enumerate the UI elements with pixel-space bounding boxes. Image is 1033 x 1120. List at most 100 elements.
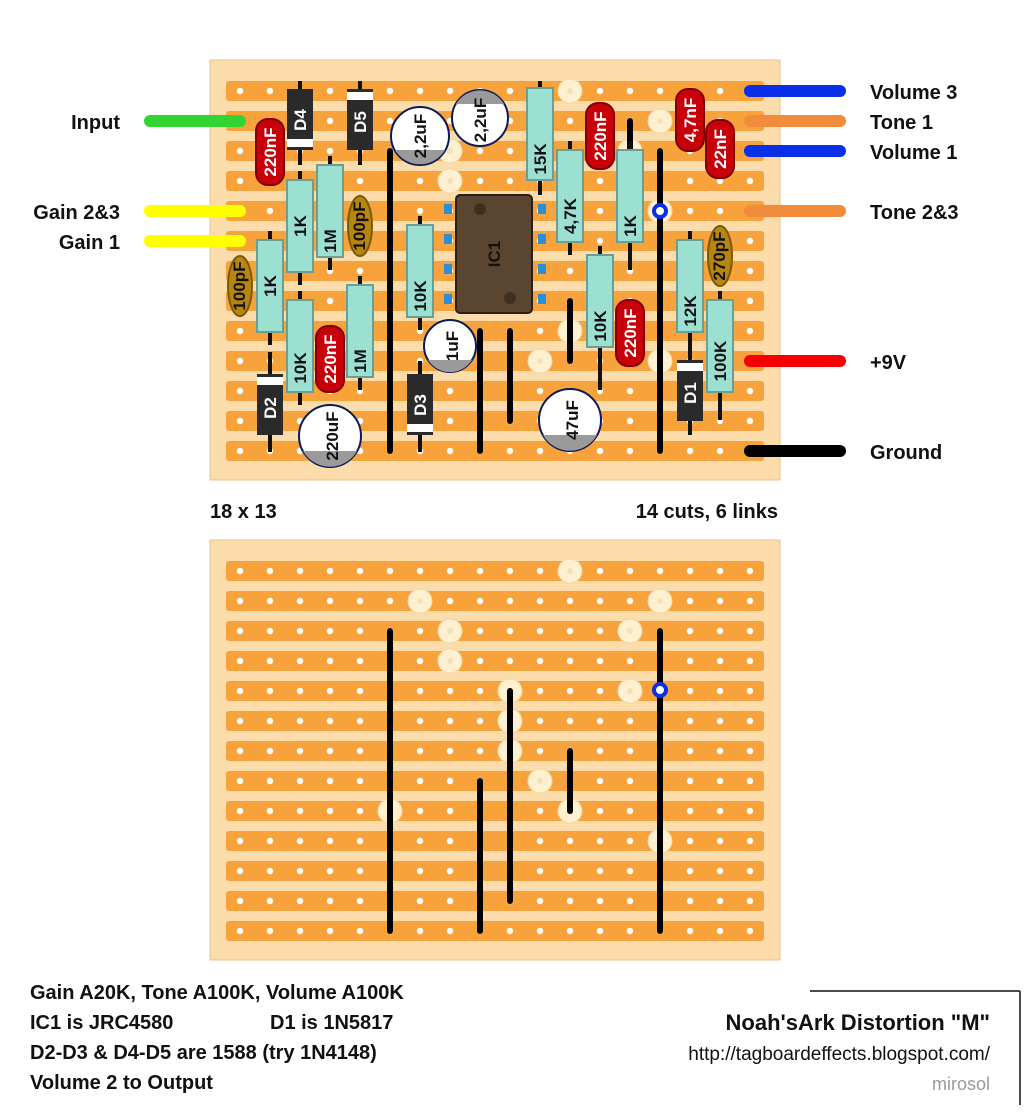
strip-hole <box>416 567 424 575</box>
ic1-label: IC1 <box>485 241 504 267</box>
strip-hole <box>446 87 454 95</box>
copper-strip <box>226 411 764 431</box>
strip-hole <box>446 687 454 695</box>
label-gain1: Gain 1 <box>59 232 120 254</box>
strip-hole <box>326 567 334 575</box>
copper-strip <box>226 681 764 701</box>
svg-text:220nF: 220nF <box>621 308 640 357</box>
label-tone1: Tone 1 <box>870 112 933 134</box>
svg-text:220nF: 220nF <box>261 127 280 176</box>
cap-220nf-b: 220nF <box>315 325 345 393</box>
strip-hole <box>596 927 604 935</box>
strip-hole <box>506 597 514 605</box>
strip-hole <box>446 417 454 425</box>
strip-hole <box>266 747 274 755</box>
strip-hole <box>236 747 244 755</box>
strip-hole <box>326 807 334 815</box>
strip-hole <box>506 87 514 95</box>
strip-hole <box>566 267 574 275</box>
strip-hole <box>296 597 304 605</box>
strip-hole <box>266 567 274 575</box>
resistor-10k-c: 10K <box>586 246 614 390</box>
strip-hole <box>536 897 544 905</box>
strip-hole <box>386 87 394 95</box>
svg-text:100pF: 100pF <box>230 261 249 310</box>
strip-hole <box>566 597 574 605</box>
resistor-1k-b: 1K <box>286 171 314 285</box>
strip-hole <box>536 837 544 845</box>
strip-hole <box>356 597 364 605</box>
svg-text:4,7nF: 4,7nF <box>681 98 700 142</box>
strip-hole <box>266 597 274 605</box>
svg-text:1K: 1K <box>291 214 310 236</box>
ecap-2-2uf-b: 2,2uF <box>451 89 509 147</box>
strip-hole <box>626 777 634 785</box>
strip-hole <box>506 447 514 455</box>
strip-hole <box>566 837 574 845</box>
strip-hole <box>746 297 754 305</box>
ecap-220uf: 220uF <box>298 404 362 468</box>
strip-hole <box>596 657 604 665</box>
copper-strip <box>226 891 764 911</box>
strip-hole <box>716 687 724 695</box>
track-cut-hole <box>447 148 453 154</box>
svg-text:2,2uF: 2,2uF <box>411 114 430 158</box>
svg-text:100pF: 100pF <box>350 201 369 250</box>
resistor-1k-a: 1K <box>256 231 284 345</box>
strip-hole <box>236 447 244 455</box>
board-size-caption: 18 x 13 <box>210 501 277 523</box>
copper-strip <box>226 621 764 641</box>
cap-4-7nf: 4,7nF <box>675 88 705 152</box>
strip-hole <box>746 387 754 395</box>
strip-hole <box>686 207 694 215</box>
strip-hole <box>296 777 304 785</box>
strip-hole <box>236 657 244 665</box>
track-cut-hole <box>447 658 453 664</box>
strip-hole <box>686 177 694 185</box>
project-title: Noah'sArk Distortion "M" <box>726 1010 990 1035</box>
strip-hole <box>416 207 424 215</box>
strip-hole <box>686 777 694 785</box>
diode-d4: D4 <box>287 81 313 165</box>
resistor-10k-a: 10K <box>286 291 314 405</box>
svg-text:1K: 1K <box>261 274 280 296</box>
diode-d5: D5 <box>347 81 373 165</box>
resistor-15k: 15K <box>526 81 554 195</box>
strip-hole <box>236 927 244 935</box>
strip-hole <box>446 387 454 395</box>
strip-hole <box>236 177 244 185</box>
strip-hole <box>626 417 634 425</box>
strip-hole <box>686 717 694 725</box>
strip-hole <box>236 87 244 95</box>
strip-hole <box>626 747 634 755</box>
strip-hole <box>746 177 754 185</box>
strip-hole <box>716 207 724 215</box>
strip-hole <box>266 897 274 905</box>
label-volume1: Volume 1 <box>870 142 957 164</box>
strip-hole <box>686 627 694 635</box>
strip-hole <box>716 837 724 845</box>
cuts-links-caption: 14 cuts, 6 links <box>636 501 778 523</box>
strip-hole <box>596 777 604 785</box>
strip-hole <box>746 597 754 605</box>
strip-hole <box>566 717 574 725</box>
strip-hole <box>266 807 274 815</box>
strip-hole <box>536 327 544 335</box>
strip-hole <box>266 717 274 725</box>
strip-hole <box>626 807 634 815</box>
resistor-12k: 12K <box>676 231 704 345</box>
cap-220nf-d: 220nF <box>615 299 645 367</box>
strip-hole <box>326 147 334 155</box>
strip-hole <box>476 747 484 755</box>
strip-hole <box>596 207 604 215</box>
resistor-4-7k: 4,7K <box>556 141 584 255</box>
strip-hole <box>716 177 724 185</box>
strip-hole <box>746 327 754 335</box>
svg-text:10K: 10K <box>591 310 610 342</box>
copper-strip <box>226 921 764 941</box>
strip-hole <box>506 147 514 155</box>
strip-hole <box>356 867 364 875</box>
svg-text:D2: D2 <box>261 397 280 419</box>
copper-strip <box>226 591 764 611</box>
strip-hole <box>326 837 334 845</box>
